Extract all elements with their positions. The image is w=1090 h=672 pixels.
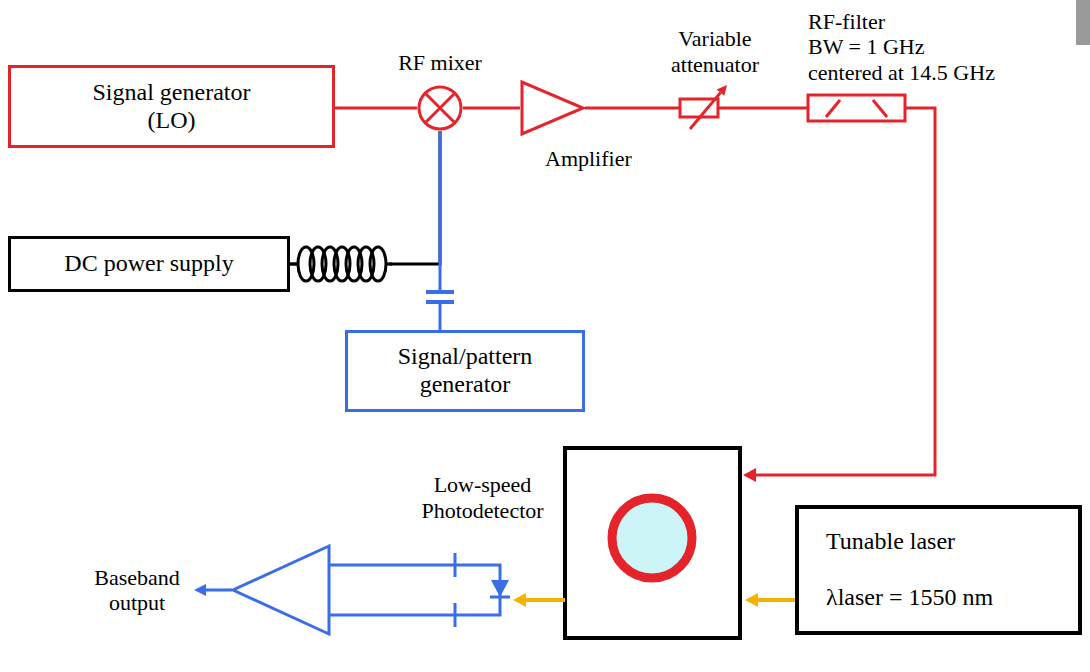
optical-path — [756, 598, 795, 602]
node-text: Amplifier — [545, 146, 632, 171]
node-text: BW = 1 GHz — [808, 34, 995, 59]
capacitor-symbol — [426, 292, 454, 302]
filter-symbol: RF-filterBW = 1 GHzcentered at 14.5 GHz — [808, 95, 905, 121]
label-block: Baseband output — [87, 565, 187, 616]
node-text: Tunable laser — [826, 528, 993, 556]
optical-path — [524, 598, 565, 602]
label-block: Amplifier — [545, 146, 632, 171]
label-block: Signal generator (LO) — [77, 79, 267, 134]
atten-drawing — [680, 85, 727, 129]
label-block: DC power supply — [64, 250, 233, 278]
node-text: RF-filter — [808, 9, 995, 34]
node-text: λlaser = 1550 nm — [826, 584, 993, 612]
outamp-outline — [232, 545, 330, 635]
outamp-drawing — [194, 546, 329, 634]
mixer-symbol: RF mixer — [417, 85, 463, 131]
pattern-generator-box: Signal/pattern generator — [345, 330, 585, 412]
atten-outline — [680, 99, 718, 117]
optical-arrowhead — [513, 593, 526, 607]
node-text: Signal generator (LO) — [77, 79, 267, 134]
signal-wire — [463, 107, 520, 110]
optical-arrowhead — [745, 593, 758, 607]
node-text: Baseband output — [87, 565, 187, 616]
diode-drawing — [455, 553, 510, 627]
node-text: Variable attenuator — [653, 26, 778, 77]
node-text: RF mixer — [398, 50, 482, 75]
filter-drawing — [808, 95, 905, 121]
rf-arrowhead — [743, 468, 756, 482]
node-text: Signal/pattern generator — [380, 343, 550, 398]
output-amplifier: Baseband output — [232, 545, 330, 635]
label-block: Signal/pattern generator — [380, 343, 550, 398]
photodiode-symbol: Low-speed Photodetector — [455, 545, 510, 635]
ring-resonator — [612, 498, 692, 578]
mixer-drawing — [419, 87, 461, 129]
amp-drawing — [522, 82, 583, 134]
supply-box: DC power supply — [8, 236, 290, 292]
label-block: RF-filterBW = 1 GHzcentered at 14.5 GHz — [808, 9, 995, 85]
signal-wire — [718, 107, 808, 110]
laser-box: Tunable laser λlaser = 1550 nm — [795, 505, 1082, 635]
inductor-gap — [297, 244, 389, 284]
generator-box: Signal generator (LO) — [8, 65, 335, 148]
signal-wire — [585, 107, 680, 110]
label-block: Low-speed Photodetector — [413, 472, 553, 523]
node-text: Low-speed Photodetector — [413, 472, 553, 523]
diode-outline — [455, 545, 510, 635]
signal-wire — [335, 107, 417, 110]
amplifier-symbol: Amplifier — [520, 80, 585, 136]
corner-fragment — [1076, 0, 1090, 45]
node-text: centered at 14.5 GHz — [808, 60, 995, 85]
modulator-housing — [565, 448, 740, 638]
inductor-symbol — [290, 247, 392, 281]
attenuator-symbol: Variable attenuator — [680, 99, 718, 117]
signal-wire — [330, 564, 455, 567]
label-block: RF mixer — [398, 50, 482, 75]
capacitor-gap — [424, 292, 456, 302]
detector-wire — [330, 614, 455, 617]
mixer-outline — [417, 85, 463, 131]
label-block: Tunable laser λlaser = 1550 nm — [826, 528, 993, 611]
filter-outline — [808, 95, 905, 121]
node-text: DC power supply — [64, 250, 233, 278]
label-block: Variable attenuator — [653, 26, 778, 77]
rf-feed-line — [753, 108, 935, 475]
amp-outline — [520, 80, 585, 136]
